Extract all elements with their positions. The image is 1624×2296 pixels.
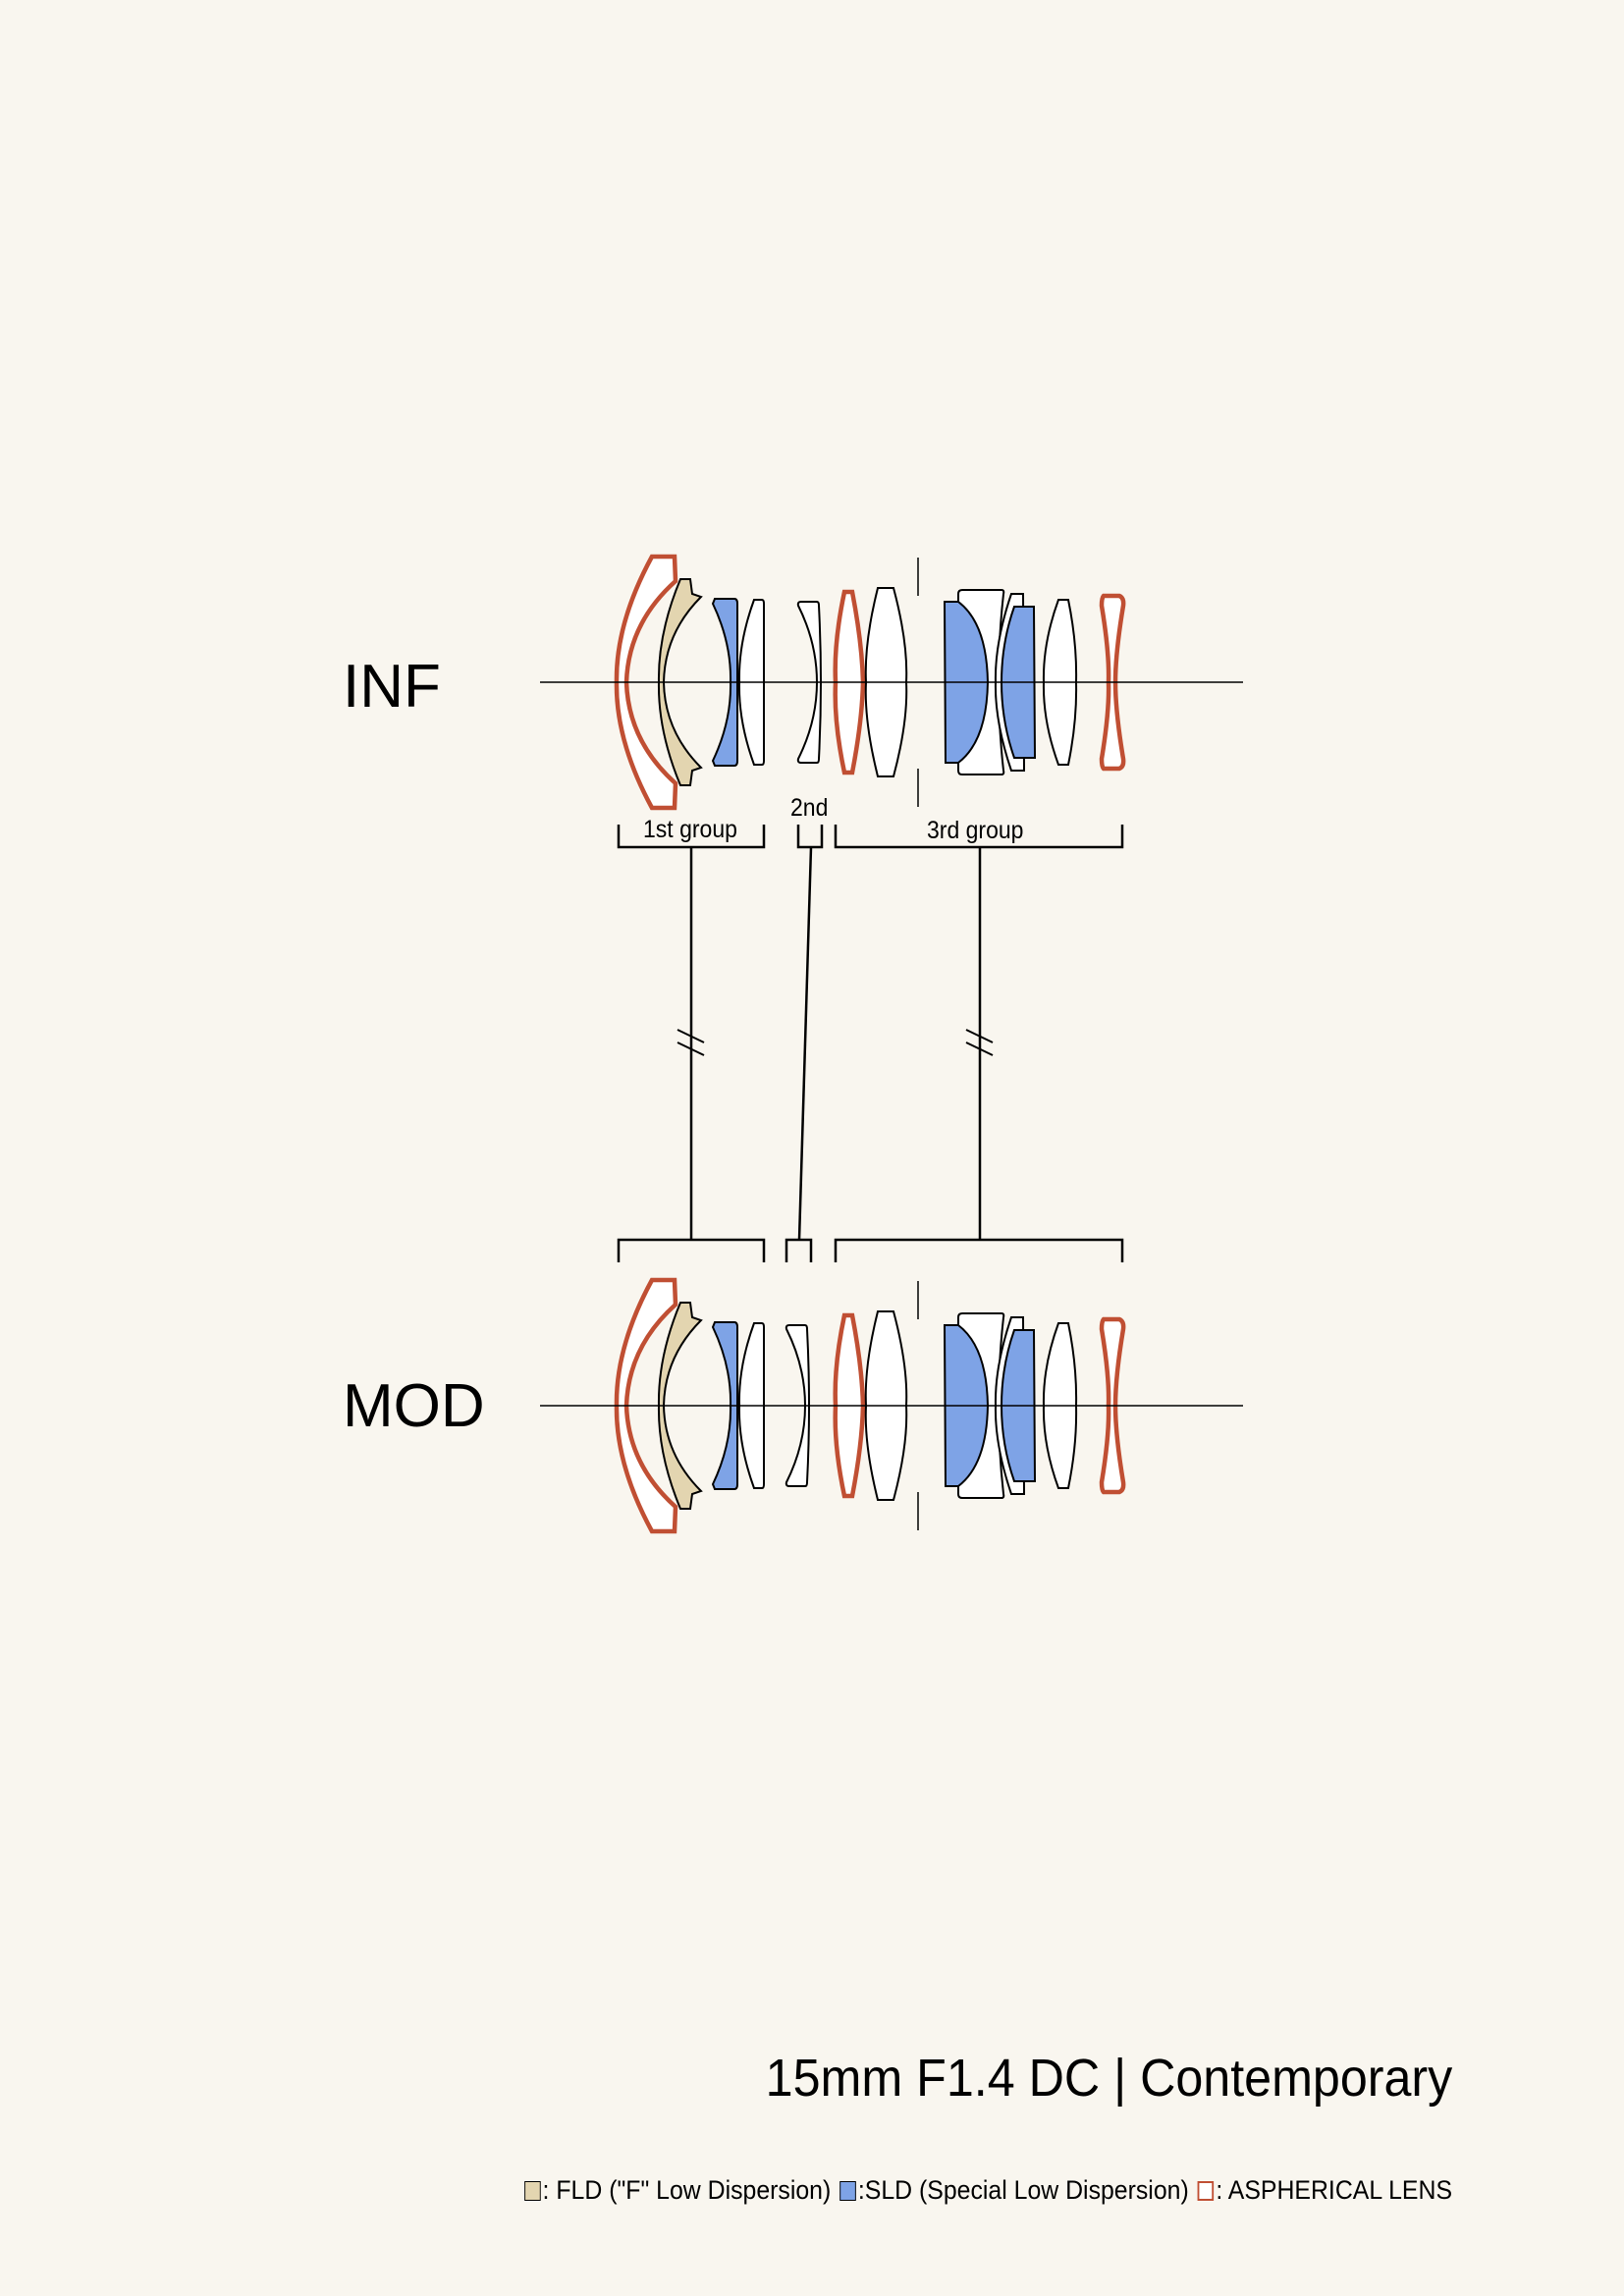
lens-block-mod xyxy=(540,1277,1243,1534)
group-1-label: 1st group xyxy=(643,816,737,843)
connector-group-2 xyxy=(797,846,813,1241)
bracket-group-2-inf xyxy=(796,825,824,849)
break-mark-icon xyxy=(965,1041,994,1056)
group-3-label: 3rd group xyxy=(927,817,1024,844)
sld-swatch-icon xyxy=(839,2180,857,2201)
lens-element-5-normal xyxy=(785,1324,810,1487)
group-connectors xyxy=(617,825,1124,1262)
fld-swatch-icon xyxy=(524,2180,541,2201)
lens-element-3-sld xyxy=(711,1321,738,1490)
lens-title: 15mm F1.4 DC | Contemporary xyxy=(765,2049,1452,2108)
legend-item-fld: : FLD ("F" Low Dispersion) xyxy=(524,2177,831,2204)
break-mark-icon xyxy=(677,1041,705,1056)
legend-item-sld: :SLD (Special Low Dispersion) xyxy=(839,2175,1189,2205)
legend-item-aspherical: : ASPHERICAL LENS xyxy=(1197,2175,1452,2205)
legend-text-sld: :SLD (Special Low Dispersion) xyxy=(857,2175,1189,2205)
lens-element-5-normal xyxy=(796,601,822,764)
bracket-group-3-mod xyxy=(834,1238,1124,1262)
bracket-group-2-mod xyxy=(785,1238,813,1262)
break-mark-icon xyxy=(965,1029,994,1043)
group-2-label: 2nd xyxy=(790,794,829,822)
legend-text-fld: : FLD ("F" Low Dispersion) xyxy=(542,2175,832,2205)
legend: : FLD ("F" Low Dispersion) :SLD (Special… xyxy=(524,2177,1452,2204)
infinity-focus-label: INF xyxy=(343,653,441,721)
lens-element-2-fld xyxy=(657,578,703,786)
legend-text-aspherical: : ASPHERICAL LENS xyxy=(1216,2175,1452,2205)
minimum-focus-label: MOD xyxy=(343,1372,485,1440)
aspherical-swatch-icon xyxy=(1197,2180,1215,2201)
break-mark-icon xyxy=(677,1029,705,1043)
lens-element-2-fld xyxy=(657,1302,703,1510)
lens-block-infinity xyxy=(540,554,1243,811)
lens-element-1-aspherical xyxy=(614,1277,678,1534)
bracket-group-1-mod xyxy=(617,1238,766,1262)
lens-element-3-sld xyxy=(711,598,738,767)
lens-element-1-aspherical xyxy=(614,554,678,811)
